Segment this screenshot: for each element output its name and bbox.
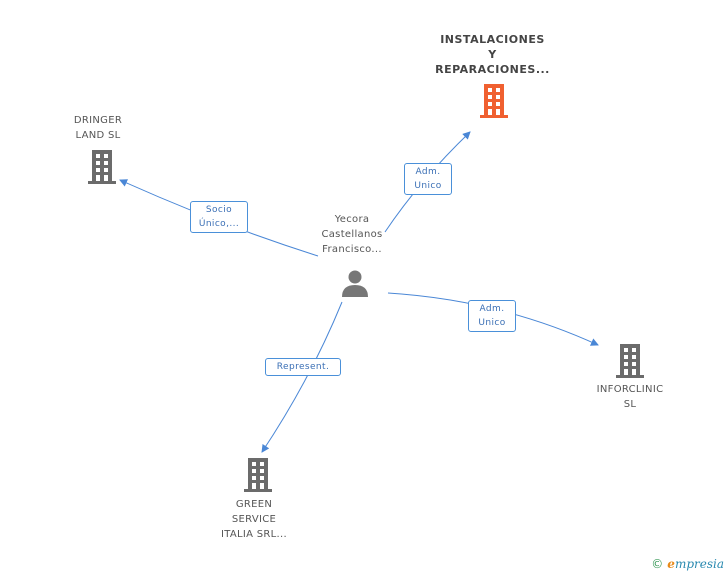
green-node-label[interactable]: GREEN SERVICE ITALIA SRL... bbox=[204, 497, 304, 542]
edge-label-line: Único,... bbox=[198, 219, 240, 229]
dringer-line-1: DRINGER bbox=[73, 115, 123, 126]
center-name-line-3: Francisco... bbox=[322, 244, 382, 255]
edge-label-adm-unico-inforclinic[interactable]: Adm. Unico bbox=[468, 300, 516, 332]
inforclinic-node-label[interactable]: INFORCLINIC SL bbox=[580, 382, 680, 412]
center-node-label[interactable]: Yecora Castellanos Francisco... bbox=[300, 212, 404, 257]
building-icon[interactable] bbox=[86, 150, 118, 184]
instalaciones-line-2: Y bbox=[488, 48, 497, 61]
inforclinic-line-2: SL bbox=[623, 399, 637, 410]
person-icon[interactable] bbox=[340, 268, 370, 298]
center-name-line-1: Yecora bbox=[334, 214, 370, 225]
copyright-icon: © bbox=[651, 557, 664, 571]
building-icon[interactable] bbox=[242, 458, 274, 492]
dringer-node-label[interactable]: DRINGER LAND SL bbox=[55, 113, 141, 143]
edge-to-green bbox=[261, 301, 343, 453]
building-icon[interactable] bbox=[478, 84, 510, 118]
green-line-1: GREEN bbox=[235, 499, 273, 510]
dringer-line-2: LAND SL bbox=[75, 130, 121, 141]
instalaciones-line-3: REPARACIONES... bbox=[435, 63, 550, 76]
edge-label-line: Unico bbox=[478, 318, 506, 328]
instalaciones-node-label[interactable]: INSTALACIONES Y REPARACIONES... bbox=[425, 32, 560, 77]
edge-label-socio-unico-dringer[interactable]: Socio Único,... bbox=[190, 201, 248, 233]
edge-label-represent-green[interactable]: Represent. bbox=[265, 358, 341, 376]
edge-label-line: Unico bbox=[414, 181, 442, 191]
edge-label-adm-unico-instalaciones[interactable]: Adm. Unico bbox=[404, 163, 452, 195]
brand-logo-text: mpresia bbox=[674, 557, 724, 571]
edge-label-line: Adm. bbox=[415, 167, 441, 177]
instalaciones-line-1: INSTALACIONES bbox=[440, 33, 545, 46]
edge-label-line: Represent. bbox=[276, 362, 330, 372]
edge-label-line: Socio bbox=[205, 205, 233, 215]
center-name-line-2: Castellanos bbox=[321, 229, 383, 240]
edge-label-line: Adm. bbox=[479, 304, 505, 314]
inforclinic-line-1: INFORCLINIC bbox=[596, 384, 664, 395]
brand-logo-initial: e bbox=[667, 557, 675, 571]
brand-footer: ©empresia bbox=[651, 557, 724, 571]
green-line-2: SERVICE bbox=[231, 514, 277, 525]
green-line-3: ITALIA SRL... bbox=[221, 529, 287, 540]
building-icon[interactable] bbox=[614, 344, 646, 378]
